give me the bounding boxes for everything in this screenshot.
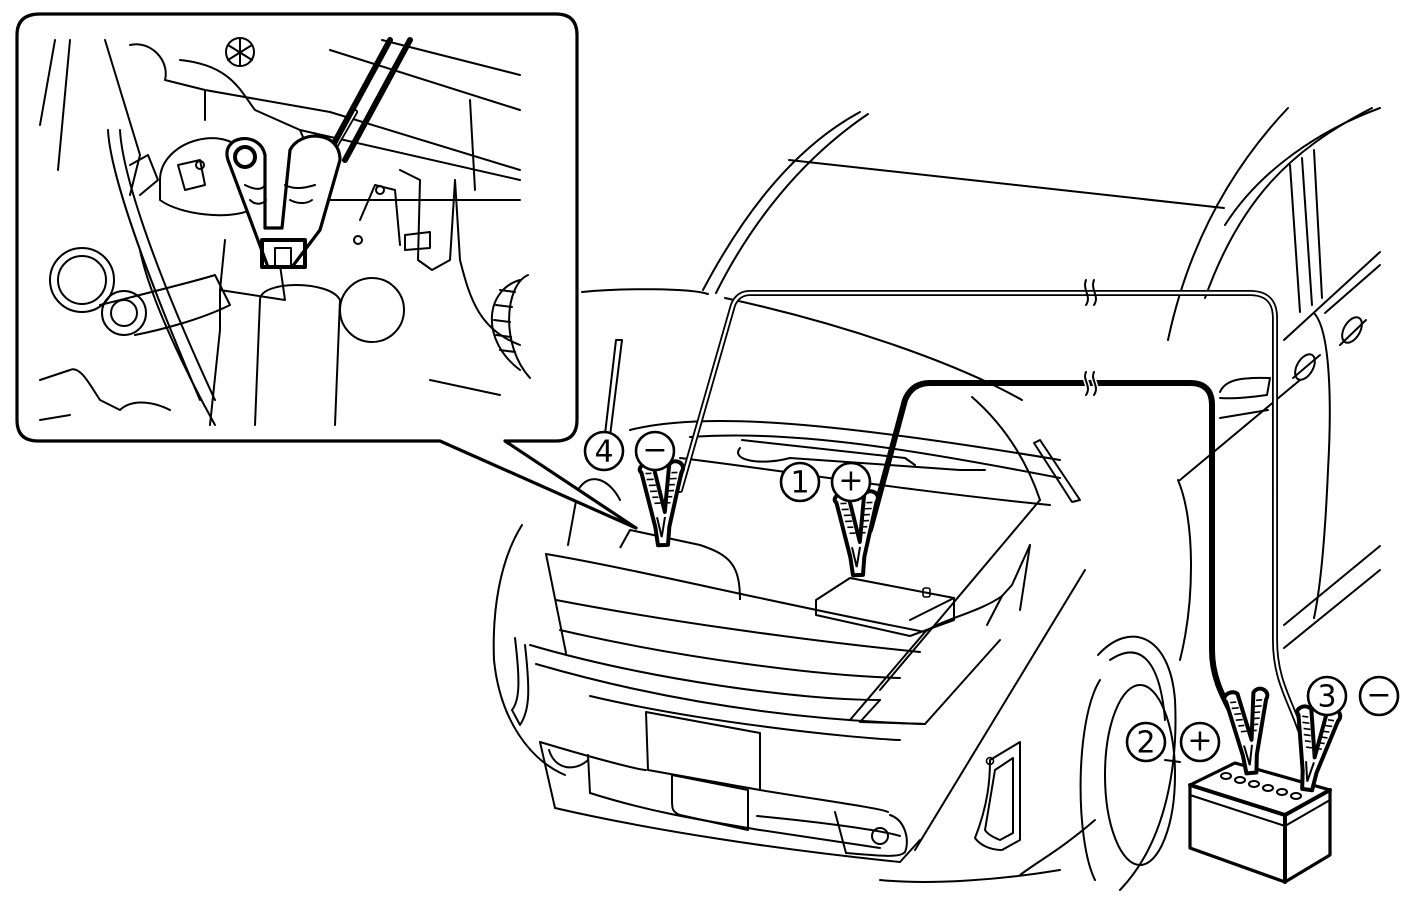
hood-shoulder [1179,379,1301,481]
hood-stay-right [1033,439,1081,503]
fog-lamp-left [548,749,589,769]
step-label-1: 1 + [779,461,872,503]
step-number: 1 [790,466,809,501]
front-bumper-left [492,524,566,776]
front-wheel [1079,635,1181,891]
beltline-2 [1324,264,1381,314]
step-number: 2 [1136,726,1155,761]
vehicle [492,107,1381,891]
step-number-badge [583,430,625,472]
step-number-badge [779,461,821,503]
cowl-line-1 [629,419,1061,461]
a-pillar-right-inner [1224,107,1381,226]
hood-top-left [581,288,709,295]
door-handle-front-icon [1294,353,1316,381]
bumper-lower-edge [554,807,901,863]
step-number-badge [1125,721,1167,763]
clamp-step-1 [834,491,880,576]
inset-engine-details [39,37,531,426]
door-edge [1313,312,1331,619]
wiper-blade-left [737,447,986,471]
a-pillar-right-mid [1204,107,1373,299]
discharged-battery [815,577,955,637]
side-mirror [1219,376,1271,400]
front-grille [529,553,1001,741]
step-label-3: 3 − [1306,675,1400,717]
step-number-badge [1306,675,1348,717]
booster-battery [1188,761,1332,884]
chin-line [879,869,1061,883]
b-pillar-2 [1301,157,1313,306]
step-label-2: 2 + [1125,721,1221,763]
a-pillar-left-inner [715,113,869,294]
door-handle-rear-icon [1341,316,1363,344]
inset-frame [15,12,638,530]
battery-cell-caps [1220,772,1302,800]
roof-line [788,159,1225,209]
step-number: 3 [1317,680,1336,715]
polarity-badge-negative [634,430,676,472]
a-pillar-left-outer [702,111,861,291]
battery-vent-cap-icon [922,587,931,598]
fuse-box-cover [619,529,741,601]
polarity-badge-negative [1358,675,1400,717]
side-marker-left [511,637,530,726]
cable-break-mark-icon [1084,279,1097,306]
wiper-arm [741,439,916,466]
cable-break-mark-icon [1084,371,1097,396]
cowl-line-2 [689,434,1061,479]
rocker-line-1 [1283,545,1381,626]
hood-right-edge [971,396,1041,501]
detail-inset [15,12,638,530]
clamp-step-2 [1221,686,1276,777]
polarity-badge-positive [1179,721,1221,763]
polarity-badge-positive [830,461,872,503]
bumper-vent-right [974,741,1021,851]
step-number: 4 [594,435,613,470]
fog-lamp-right [871,827,889,845]
rocker-line-2 [1283,569,1381,649]
hood-crease [724,297,1023,401]
front-fender-edge [1177,479,1192,661]
beltline-1 [1283,251,1381,341]
negative-cable [677,279,1303,733]
inset-negative-clamp [225,134,342,269]
positive-cable [867,370,1238,723]
b-pillar-3 [1313,149,1323,299]
step-label-4: 4 − [583,430,676,472]
minus-icon: − [642,433,667,468]
b-pillar-1 [1289,164,1301,313]
minus-icon: − [1366,678,1391,713]
plus-icon: + [838,464,863,499]
a-pillar-right-outer [1167,107,1289,341]
plus-icon: + [1187,724,1212,759]
